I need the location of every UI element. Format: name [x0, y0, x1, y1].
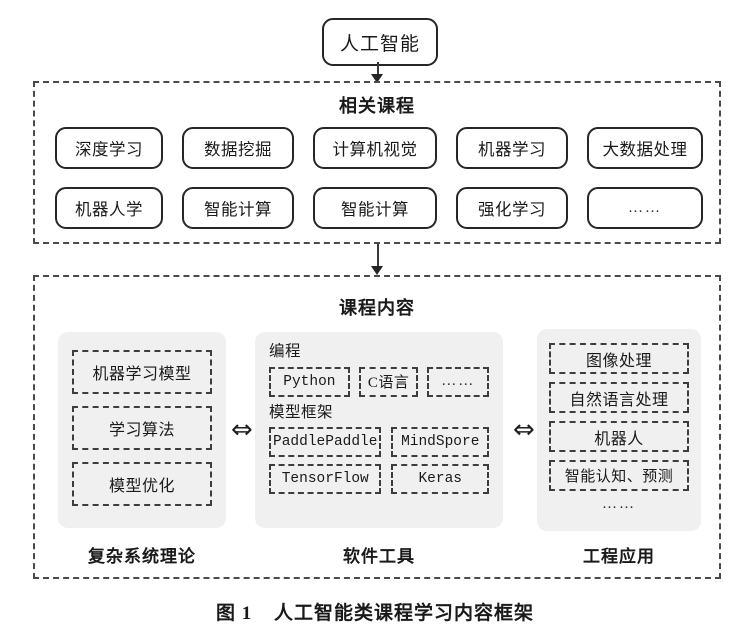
- course-chip[interactable]: 计算机视觉: [313, 127, 437, 169]
- root-node-artificial-intelligence: 人工智能: [322, 18, 438, 66]
- content-item-box[interactable]: 图像处理: [549, 343, 689, 374]
- course-chip-label: 数据挖掘: [204, 140, 272, 159]
- course-chip-ellipsis[interactable]: ……: [587, 187, 703, 229]
- related-courses-row-2: 机器人学 智能计算 智能计算 强化学习 ……: [55, 187, 703, 229]
- subgroup-framework-row-1: PaddlePaddle MindSpore: [269, 427, 489, 457]
- panel-caption-software-tools: 软件工具: [343, 547, 415, 566]
- course-chip[interactable]: 数据挖掘: [182, 127, 294, 169]
- panel-link-arrow-right-glyph: ⇔: [513, 415, 535, 445]
- course-chip[interactable]: 大数据处理: [587, 127, 703, 169]
- panel-link-arrow-left-glyph: ⇔: [231, 415, 253, 445]
- course-chip-label: 深度学习: [75, 140, 143, 159]
- content-item-label: Python: [283, 373, 336, 390]
- subgroup-label-programming: 编程: [269, 343, 302, 360]
- course-chip[interactable]: 强化学习: [456, 187, 568, 229]
- content-item-box[interactable]: 自然语言处理: [549, 382, 689, 413]
- content-item-label: 智能认知、预测: [564, 469, 674, 485]
- subgroup-label-model-framework: 模型框架: [269, 403, 334, 421]
- content-item-box[interactable]: 模型优化: [72, 462, 212, 506]
- course-chip[interactable]: 机器人学: [55, 187, 163, 229]
- course-chip-label: 智能计算: [341, 200, 409, 219]
- panel-caption-engineering-applications: 工程应用: [583, 547, 655, 566]
- content-item-label: C语言: [367, 375, 410, 391]
- content-item-box[interactable]: PaddlePaddle: [269, 427, 382, 457]
- content-item-box[interactable]: TensorFlow: [269, 464, 382, 494]
- course-chip[interactable]: 深度学习: [55, 127, 163, 169]
- related-courses-row-1: 深度学习 数据挖掘 计算机视觉 机器学习 大数据处理: [55, 127, 703, 169]
- connector-root-to-courses: [377, 62, 379, 79]
- figure-caption-number: 图 1: [215, 603, 253, 624]
- panel-complex-system-theory: 机器学习模型 学习算法 模型优化: [58, 332, 226, 528]
- course-chip-label: ……: [628, 199, 662, 216]
- content-item-label: ……: [441, 373, 476, 389]
- content-item-label: 模型优化: [108, 478, 175, 495]
- panel-caption-complex-system-theory: 复杂系统理论: [88, 547, 196, 566]
- content-item-label: 机器人: [594, 430, 644, 448]
- subgroup-framework-row-2: TensorFlow Keras: [269, 464, 489, 494]
- figure-caption: 图 1 人工智能类课程学习内容框架: [0, 598, 750, 625]
- content-item-box[interactable]: 机器人: [549, 421, 689, 452]
- group-course-content-title: 课程内容: [339, 298, 415, 318]
- figure-caption-text: 人工智能类课程学习内容框架: [274, 603, 535, 624]
- content-item-label: 学习算法: [108, 422, 175, 439]
- connector-courses-to-content: [377, 244, 379, 270]
- group-course-content: 课程内容 机器学习模型 学习算法 模型优化 复杂系统理论 ⇔ 编程 Python: [33, 275, 721, 579]
- content-item-label: Keras: [418, 471, 462, 487]
- course-chip[interactable]: 智能计算: [313, 187, 437, 229]
- content-item-label: PaddlePaddle: [273, 434, 378, 450]
- content-item-box[interactable]: C语言: [358, 366, 419, 397]
- group-related-courses: 相关课程 深度学习 数据挖掘 计算机视觉 机器学习 大数据处理 机器人学: [33, 81, 721, 244]
- content-item-box[interactable]: MindSpore: [391, 427, 489, 457]
- course-chip-label: 计算机视觉: [332, 140, 418, 159]
- content-item-box[interactable]: Keras: [391, 464, 489, 494]
- panel-engineering-ellipsis: ……: [549, 496, 689, 513]
- content-item-box[interactable]: 机器学习模型: [72, 350, 212, 394]
- course-chip-label: 智能计算: [204, 200, 272, 219]
- course-chip[interactable]: 机器学习: [456, 127, 568, 169]
- arrow-head-root-to-courses: [371, 74, 383, 83]
- course-chip[interactable]: 智能计算: [182, 187, 294, 229]
- content-item-box[interactable]: Python: [269, 366, 350, 397]
- content-item-box-ellipsis[interactable]: ……: [427, 366, 489, 397]
- course-chip-label: 大数据处理: [602, 140, 688, 159]
- content-item-label: 图像处理: [585, 352, 652, 370]
- content-item-label: 自然语言处理: [569, 391, 669, 409]
- content-item-box[interactable]: 学习算法: [72, 406, 212, 450]
- arrow-head-courses-to-content: [371, 266, 383, 275]
- panel-engineering-applications: 图像处理 自然语言处理 机器人 智能认知、预测 ……: [537, 329, 701, 531]
- subgroup-programming-items: Python C语言 ……: [269, 366, 489, 397]
- panel-engineering-ellipsis-label: ……: [602, 496, 636, 512]
- panel-link-arrow-right: ⇔: [513, 417, 535, 443]
- course-chip-label: 机器人学: [75, 200, 143, 219]
- root-node-label: 人工智能: [339, 33, 420, 55]
- course-chip-label: 强化学习: [478, 200, 546, 219]
- panel-software-tools: 编程 Python C语言 …… 模型框架 PaddlePaddle MindS…: [255, 332, 503, 528]
- content-item-label: MindSpore: [401, 434, 480, 450]
- course-chip-label: 机器学习: [478, 140, 546, 159]
- panel-link-arrow-left: ⇔: [231, 417, 253, 443]
- content-item-label: TensorFlow: [281, 471, 369, 487]
- group-related-courses-title: 相关课程: [339, 96, 415, 116]
- content-item-label: 机器学习模型: [92, 366, 192, 383]
- content-item-box[interactable]: 智能认知、预测: [549, 460, 689, 491]
